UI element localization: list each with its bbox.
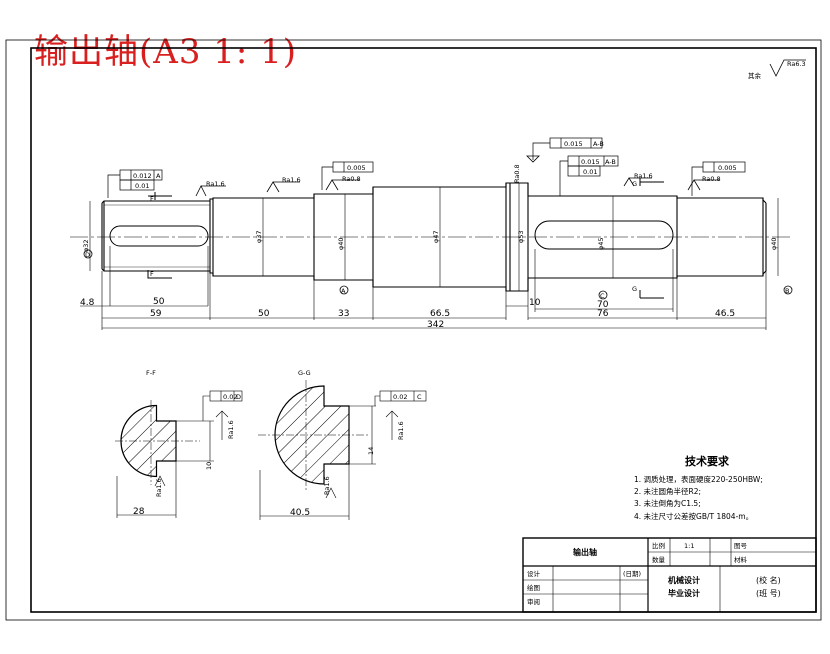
cut-f-top: F bbox=[150, 195, 154, 203]
dia-53: φ53 bbox=[517, 230, 525, 243]
ff-sym-datum: D bbox=[236, 393, 241, 401]
tb-course-2: 毕业设计 bbox=[668, 588, 700, 598]
tb-design: 设计 bbox=[527, 569, 541, 578]
dim-66-5: 66.5 bbox=[430, 309, 450, 319]
cut-g-bottom: G bbox=[632, 285, 637, 293]
datum-b: B bbox=[785, 287, 789, 295]
tb-school: (校 名) bbox=[756, 575, 781, 585]
dia-40a: φ40 bbox=[337, 237, 345, 250]
tb-date: (日期) bbox=[623, 570, 641, 578]
remainder-value: Ra6.3 bbox=[787, 60, 806, 68]
ff-ra2: Ra1.6 bbox=[155, 478, 163, 497]
tb-material: 材料 bbox=[734, 555, 748, 564]
ff-width: 10 bbox=[205, 462, 213, 470]
gg-ra2: Ra1.6 bbox=[323, 476, 331, 495]
tech-item-1: 1. 调质处理，表面硬度220-250HBW; bbox=[634, 474, 763, 484]
inner-border bbox=[30, 47, 817, 613]
ff-ra: Ra1.6 bbox=[227, 420, 235, 439]
dia-40b: φ40 bbox=[770, 237, 778, 250]
gdt-left-runout-datum: A bbox=[156, 172, 161, 180]
tech-item-3: 3. 未注倒角为C1.5; bbox=[634, 498, 701, 508]
gdt-left-runout: 0.012 bbox=[133, 172, 152, 180]
ra-3: Ra0.8 bbox=[342, 175, 361, 183]
roughness-symbols bbox=[195, 155, 720, 197]
tech-heading: 技术要求 bbox=[685, 454, 730, 468]
diameter-dim-lines bbox=[89, 183, 779, 291]
ra-2: Ra1.6 bbox=[282, 176, 301, 184]
dim-50: 50 bbox=[258, 309, 270, 319]
tech-item-4: 4. 未注尺寸公差按GB/T 1804-m。 bbox=[634, 511, 753, 521]
gdt-frames bbox=[107, 137, 746, 198]
section-ff: F-F 0.02 D 10 28 Ra1.6 Ra1.6 bbox=[115, 369, 243, 518]
gdt-right-runout-top-datum: A-B bbox=[593, 140, 604, 148]
tb-drawing: 绘图 bbox=[527, 583, 540, 592]
ff-depth: 28 bbox=[133, 507, 145, 517]
keyway-right bbox=[534, 220, 674, 250]
datum-markers bbox=[83, 249, 793, 300]
dia-45: φ45 bbox=[597, 237, 605, 250]
title-block bbox=[522, 537, 817, 613]
gg-sym-tol: 0.02 bbox=[393, 393, 407, 401]
tb-drawing-no: 图号 bbox=[734, 542, 748, 550]
gg-width: 14 bbox=[367, 447, 375, 455]
section-gg-label: G-G bbox=[298, 369, 311, 377]
section-cut-markers bbox=[147, 178, 664, 299]
length-dim-lines bbox=[80, 246, 767, 330]
cut-f-bottom: F bbox=[150, 270, 154, 278]
datum-d: D bbox=[85, 251, 90, 259]
tb-class: (班 号) bbox=[756, 588, 781, 598]
dia-47: φ47 bbox=[432, 230, 440, 243]
ra-5: Ra1.6 bbox=[634, 172, 653, 180]
gg-sym-datum: C bbox=[417, 393, 422, 401]
tb-scale-label: 比例 bbox=[652, 541, 665, 550]
dia-32: φ32 bbox=[82, 239, 90, 252]
outer-border bbox=[5, 39, 822, 621]
dim-76: 76 bbox=[597, 309, 609, 319]
gdt-left-cyl: 0.01 bbox=[135, 182, 149, 190]
tb-quantity: 数量 bbox=[652, 555, 666, 564]
dim-59: 59 bbox=[150, 309, 162, 319]
section-gg: G-G 0.02 C 14 40.5 Ra1.6 Ra1.6 bbox=[258, 369, 427, 520]
tech-requirements: 技术要求 1. 调质处理，表面硬度220-250HBW; 2. 未注圆角半径R2… bbox=[634, 454, 763, 521]
gdt-right-runout-top: 0.015 bbox=[564, 140, 583, 148]
remainder-label: 其余 bbox=[748, 71, 762, 80]
drawing-title: 输出轴(A3 1: 1) bbox=[34, 32, 298, 72]
keyway-left bbox=[109, 225, 209, 247]
dim-33: 33 bbox=[338, 309, 349, 319]
dim-46-5: 46.5 bbox=[715, 309, 735, 319]
dim-50-key: 50 bbox=[153, 297, 165, 307]
remainder-roughness: 其余 Ra6.3 bbox=[748, 59, 806, 80]
gg-depth: 40.5 bbox=[290, 508, 310, 518]
tb-scale-value: 1:1 bbox=[684, 542, 694, 550]
section-ff-label: F-F bbox=[146, 369, 156, 377]
ra-6: Ra0.8 bbox=[702, 175, 721, 183]
cut-g-top: G bbox=[632, 180, 637, 188]
tech-item-2: 2. 未注圆角半径R2; bbox=[634, 486, 701, 496]
gg-ra: Ra1.6 bbox=[397, 421, 405, 440]
tb-course-1: 机械设计 bbox=[668, 575, 700, 585]
tb-part-name: 输出轴 bbox=[573, 547, 597, 557]
dim-70: 70 bbox=[597, 300, 609, 310]
datum-c: C bbox=[600, 292, 605, 300]
datum-a: A bbox=[341, 287, 346, 295]
dim-10: 10 bbox=[529, 298, 541, 308]
gdt-right-cyl: 0.005 bbox=[718, 164, 737, 172]
gdt-right-cyl2: 0.01 bbox=[583, 168, 597, 176]
ra-1: Ra1.6 bbox=[206, 180, 225, 188]
dim-4-8: 4.8 bbox=[80, 298, 95, 308]
tb-review: 审阅 bbox=[527, 597, 540, 606]
gdt-right-runout-2: 0.015 bbox=[581, 158, 600, 166]
dia-37: φ37 bbox=[255, 230, 263, 243]
gdt-mid-cyl: 0.005 bbox=[347, 164, 366, 172]
ff-sym-tol: 0.02 bbox=[223, 393, 237, 401]
dim-342: 342 bbox=[427, 320, 444, 330]
ra-4: Ra0.8 bbox=[513, 164, 521, 183]
gdt-right-runout-2-datum: A-B bbox=[605, 158, 616, 166]
